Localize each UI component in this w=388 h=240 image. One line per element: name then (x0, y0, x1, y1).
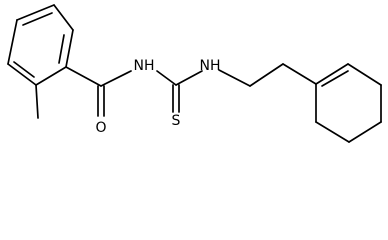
oxygen-label: O (95, 120, 106, 136)
ethyl-bond (282, 63, 317, 85)
bond (65, 29, 74, 68)
bond (156, 70, 177, 86)
bond (348, 121, 382, 143)
double-bond-inner (13, 61, 35, 78)
benzene-ring (7, 4, 74, 86)
bond (347, 63, 382, 86)
bond (35, 66, 67, 86)
bond (16, 4, 55, 21)
ethyl-bond (249, 63, 284, 87)
ethyl-bond (218, 69, 251, 87)
methyl-bond (35, 84, 39, 119)
cyclohexene-ring (315, 63, 382, 143)
bond (7, 63, 37, 86)
nh-right-label: NH (200, 58, 221, 74)
double-bond-inner (22, 12, 53, 26)
bond (65, 66, 102, 87)
bond (7, 19, 18, 65)
molecule-svg: NH NH O S (7, 4, 382, 143)
double-bond-inner (58, 34, 65, 64)
bond (315, 121, 350, 143)
sulfur-label: S (172, 113, 181, 129)
ring-double-bond (321, 70, 349, 87)
bond (100, 70, 132, 87)
bond (175, 70, 203, 86)
bond (53, 4, 74, 31)
bond (315, 63, 349, 85)
structure-diagram: NH NH O S (7, 4, 382, 143)
nh-left-label: NH (134, 58, 155, 74)
